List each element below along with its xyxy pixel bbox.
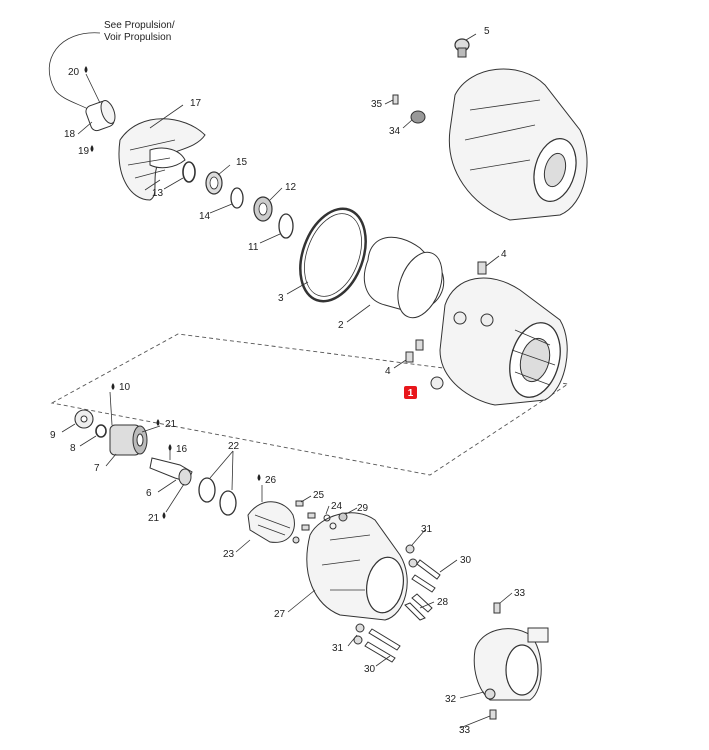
note-line-1: See Propulsion/: [104, 20, 175, 31]
washers-31-upper[interactable]: [405, 544, 418, 568]
leader-lines: [61, 33, 513, 729]
cone-23[interactable]: [247, 501, 300, 544]
liner-sleeve-2[interactable]: [363, 236, 450, 324]
drop-icon: [257, 474, 261, 481]
o-ring-8[interactable]: [95, 424, 107, 438]
seal-15[interactable]: [205, 171, 223, 195]
callout-32: 32: [445, 694, 457, 705]
callout-11: 11: [248, 242, 259, 253]
venturi-housing[interactable]: [306, 512, 408, 621]
callout-26: 26: [265, 475, 277, 486]
drop-icon: [156, 419, 160, 426]
callout-30-lower: 30: [364, 664, 376, 675]
o-ring-11[interactable]: [278, 213, 294, 239]
callout-30-upper: 30: [460, 555, 472, 566]
screw-33-lower[interactable]: [489, 709, 497, 720]
callout-15: 15: [236, 157, 248, 168]
plug-34[interactable]: [410, 110, 426, 124]
callout-35: 35: [371, 99, 383, 110]
impeller-part[interactable]: [118, 118, 206, 201]
callout-8: 8: [70, 443, 76, 454]
see-propulsion-note[interactable]: See Propulsion/ Voir Propulsion: [48, 20, 175, 113]
callout-31-lower: 31: [332, 643, 344, 654]
callout-20: 20: [68, 67, 80, 78]
bearing-12[interactable]: [253, 196, 273, 222]
callout-7: 7: [94, 463, 100, 474]
drop-markers: [84, 66, 261, 519]
callout-3: 3: [278, 293, 284, 304]
callout-34: 34: [389, 126, 401, 137]
pump-housing-1[interactable]: [430, 277, 568, 406]
drop-icon: [90, 145, 94, 152]
callout-10: 10: [119, 382, 131, 393]
note-line-2: Voir Propulsion: [104, 32, 171, 43]
ring-14[interactable]: [230, 187, 244, 209]
callout-22: 22: [228, 441, 240, 452]
callout-14: 14: [199, 211, 211, 222]
callout-18: 18: [64, 129, 76, 140]
note-arrow-line: [48, 32, 101, 113]
callout-9: 9: [50, 430, 56, 441]
callout-16: 16: [176, 444, 188, 455]
wear-ring-3[interactable]: [288, 200, 377, 311]
bolts-30-upper[interactable]: [411, 559, 441, 593]
upper-housing[interactable]: [448, 68, 588, 221]
callout-2: 2: [338, 320, 344, 331]
callout-1-highlight[interactable]: 1: [404, 386, 417, 399]
drop-icon: [111, 383, 115, 390]
circlip-13[interactable]: [182, 161, 196, 183]
callout-33-upper: 33: [514, 588, 526, 599]
stud-4-lower[interactable]: [405, 339, 424, 363]
callout-31-upper: 31: [421, 524, 433, 535]
screws-25[interactable]: [295, 500, 316, 531]
bolts-30-lower[interactable]: [364, 628, 401, 663]
screw-33-upper[interactable]: [493, 602, 501, 614]
callout-25: 25: [313, 490, 325, 501]
plug-29[interactable]: [338, 512, 348, 522]
bearing-7[interactable]: [109, 424, 148, 456]
callout-33-lower: 33: [459, 725, 471, 736]
drop-icon: [168, 444, 172, 451]
sleeve-part-18[interactable]: [84, 99, 117, 133]
callout-29: 29: [357, 503, 369, 514]
callout-12: 12: [285, 182, 297, 193]
callout-labels: 20 18 19 17 13 15 14 12 11 5 35 34 3 2 4…: [50, 26, 526, 736]
callout-4-upper: 4: [501, 249, 507, 260]
callout-19: 19: [78, 146, 90, 157]
callout-21-lower: 21: [148, 513, 160, 524]
callout-1-text: 1: [408, 388, 414, 399]
callout-23: 23: [223, 549, 235, 560]
highlight-box: [404, 386, 417, 399]
callout-4-lower: 4: [385, 366, 391, 377]
drain-hoses-28[interactable]: [404, 593, 433, 621]
shaft-6[interactable]: [149, 457, 193, 486]
stud-4-upper[interactable]: [477, 261, 487, 275]
callout-5: 5: [484, 26, 490, 37]
cap-9[interactable]: [74, 409, 94, 429]
drop-icon: [84, 66, 88, 73]
callout-13: 13: [152, 188, 164, 199]
callout-24: 24: [331, 501, 343, 512]
nozzle-32[interactable]: [473, 627, 549, 701]
callout-28: 28: [437, 597, 449, 608]
screw-35[interactable]: [392, 94, 399, 105]
drop-icon: [162, 512, 166, 519]
washers-31-lower[interactable]: [353, 623, 365, 645]
callout-17: 17: [190, 98, 202, 109]
o-rings-22[interactable]: [198, 477, 237, 516]
callout-27: 27: [274, 609, 286, 620]
washers-24[interactable]: [323, 514, 337, 530]
callout-21-upper: 21: [165, 419, 177, 430]
plug-5[interactable]: [454, 38, 470, 58]
callout-6: 6: [146, 488, 152, 499]
